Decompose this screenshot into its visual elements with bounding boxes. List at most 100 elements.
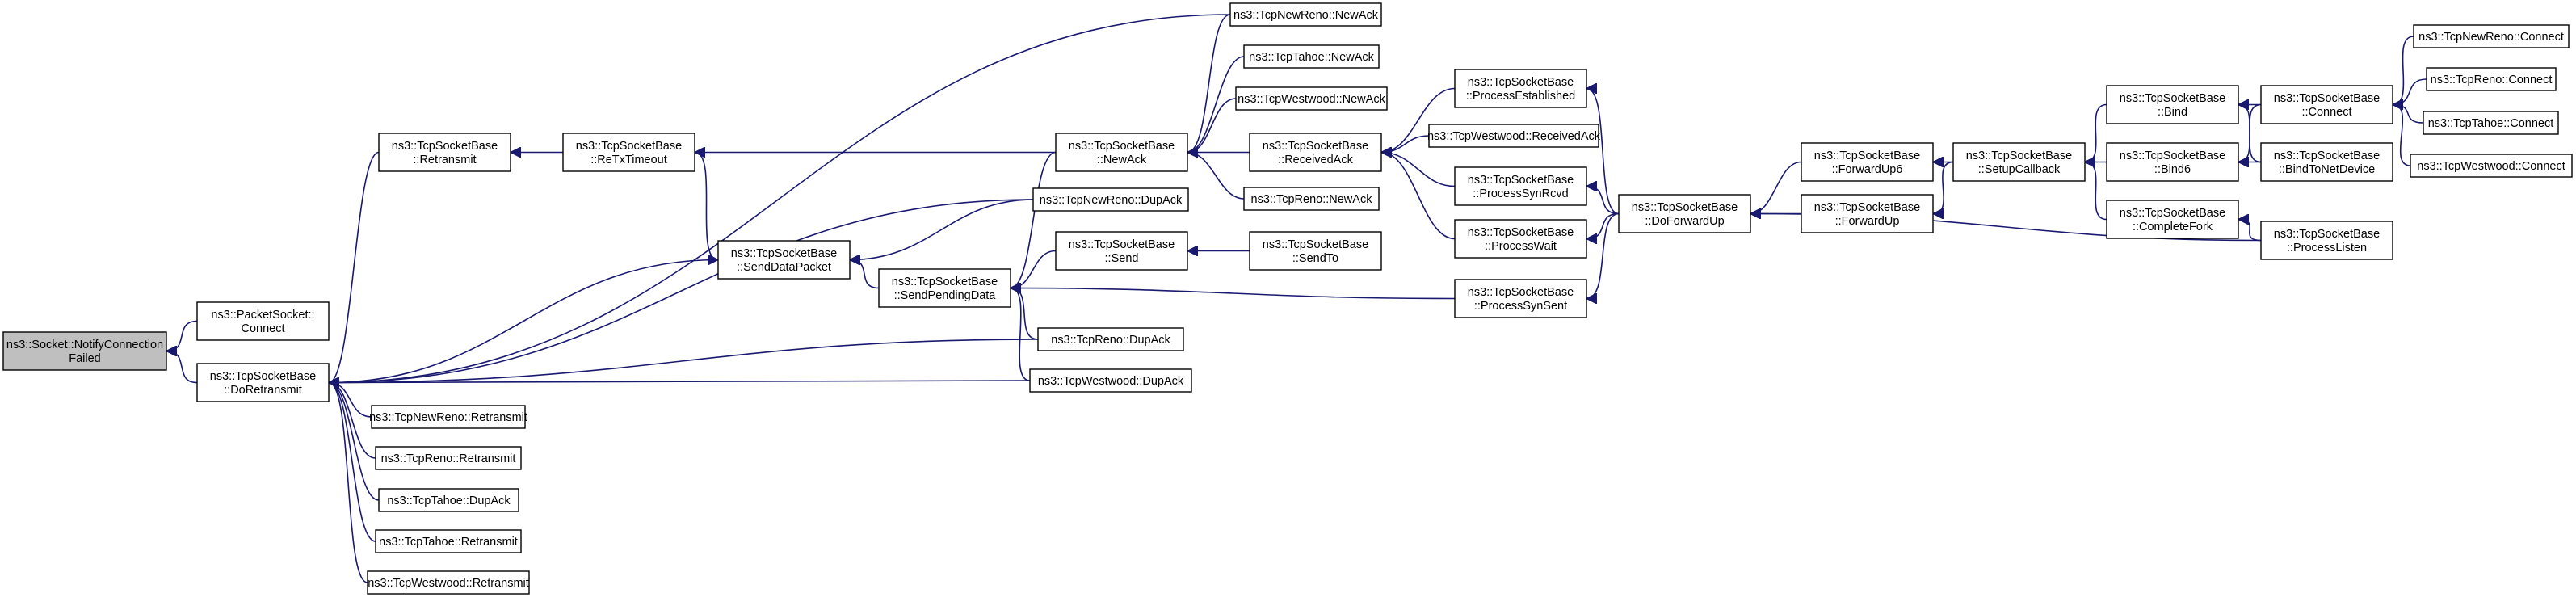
node-ns3-tcptahoe-retransmit[interactable]: ns3::TcpTahoe::Retransmit bbox=[375, 529, 522, 553]
node-ns3-tcpsocketbase-processsynsent[interactable]: ns3::TcpSocketBase::ProcessSynSent bbox=[1454, 279, 1587, 318]
node-ns3-tcpnewreno-newack[interactable]: ns3::TcpNewReno::NewAck bbox=[1229, 2, 1382, 27]
node-ns3-tcpwestwood-connect[interactable]: ns3::TcpWestwood::Connect bbox=[2410, 154, 2573, 178]
node-ns3-tcpnewreno-connect[interactable]: ns3::TcpNewReno::Connect bbox=[2413, 24, 2570, 48]
node-box bbox=[1029, 368, 1192, 393]
node-ns3-tcpwestwood-newack[interactable]: ns3::TcpWestwood::NewAck bbox=[1235, 86, 1388, 111]
node-box bbox=[367, 570, 530, 595]
node-ns3-tcpreno-dupack[interactable]: ns3::TcpReno::DupAck bbox=[1037, 327, 1184, 351]
node-ns3-tcpsocketbase-retxtimeout[interactable]: ns3::TcpSocketBase::ReTxTimeout bbox=[562, 133, 695, 172]
edge-n27-to-n11 bbox=[1011, 288, 1456, 300]
edge-n9-to-n10 bbox=[694, 151, 719, 260]
node-ns3-tcpsocketbase-processestablished[interactable]: ns3::TcpSocketBase::ProcessEstablished bbox=[1454, 69, 1587, 108]
node-box bbox=[1229, 2, 1382, 27]
node-box bbox=[1454, 69, 1587, 108]
node-ns3-tcpsocketbase-processlisten[interactable]: ns3::TcpSocketBase::ProcessListen bbox=[2260, 221, 2393, 260]
node-label-line: ns3::TcpSocketBase bbox=[2120, 92, 2225, 105]
edge-n39-to-n35 bbox=[2393, 78, 2427, 105]
node-ns3-tcpwestwood-retransmit[interactable]: ns3::TcpWestwood::Retransmit bbox=[367, 570, 530, 595]
node-label-line: ns3::TcpReno::DupAck bbox=[1051, 334, 1170, 347]
edge-n34-to-n31 bbox=[2084, 162, 2107, 221]
node-label-line: ns3::TcpWestwood::Retransmit bbox=[368, 577, 529, 590]
node-ns3-tcpsocketbase-doforwardup[interactable]: ns3::TcpSocketBase::DoForwardUp bbox=[1618, 194, 1751, 233]
node-ns3-tcpnewreno-dupack[interactable]: ns3::TcpNewReno::DupAck bbox=[1032, 187, 1189, 212]
node-label-line: ::ForwardUp6 bbox=[1832, 163, 1903, 176]
node-label-line: ::ProcessSynRcvd bbox=[1473, 187, 1568, 200]
node-ns3-tcpsocketbase-sendto[interactable]: ns3::TcpSocketBase::SendTo bbox=[1249, 231, 1382, 271]
node-label-line: ns3::TcpTahoe::Retransmit bbox=[379, 536, 518, 549]
node-ns3-tcpsocketbase-bind6[interactable]: ns3::TcpSocketBase::Bind6 bbox=[2106, 142, 2239, 182]
edge-n37-to-n34 bbox=[2238, 220, 2262, 242]
node-ns3-tcptahoe-connect[interactable]: ns3::TcpTahoe::Connect bbox=[2423, 111, 2559, 135]
node-box bbox=[378, 488, 519, 512]
node-ns3-tcpsocketbase-bind[interactable]: ns3::TcpSocketBase::Bind bbox=[2106, 85, 2239, 124]
node-ns3-tcptahoe-newack[interactable]: ns3::TcpTahoe::NewAck bbox=[1243, 44, 1380, 69]
node-ns3-tcpreno-newack[interactable]: ns3::TcpReno::NewAck bbox=[1243, 187, 1380, 211]
node-ns3-tcpwestwood-receivedack[interactable]: ns3::TcpWestwood::ReceivedAck bbox=[1427, 124, 1601, 148]
node-ns3-tcpsocketbase-retransmit[interactable]: ns3::TcpSocketBase::Retransmit bbox=[378, 133, 511, 172]
node-label-line: ns3::TcpSocketBase bbox=[1069, 238, 1175, 251]
edge-n3-to-n2 bbox=[328, 151, 380, 383]
node-label-line: ::BindToNetDevice bbox=[2279, 163, 2375, 176]
edge-n32-to-n31 bbox=[2084, 103, 2107, 162]
edge-n26-to-n20 bbox=[1380, 153, 1456, 240]
node-box bbox=[1235, 86, 1388, 111]
node-ns3-tcpnewreno-retransmit[interactable]: ns3::TcpNewReno::Retransmit bbox=[369, 405, 527, 429]
node-box bbox=[717, 240, 851, 280]
node-label-line: ns3::TcpTahoe::Connect bbox=[2428, 117, 2554, 130]
edge-n19-to-n13 bbox=[1187, 98, 1237, 153]
node-ns3-tcpsocketbase-senddatapacket[interactable]: ns3::TcpSocketBase::SendDataPacket bbox=[717, 240, 851, 280]
node-label-line: ns3::TcpSocketBase bbox=[2120, 207, 2225, 220]
node-label-line: ns3::TcpWestwood::ReceivedAck bbox=[1427, 130, 1601, 143]
node-ns3-tcpsocketbase-bindtonetdevice[interactable]: ns3::TcpSocketBase::BindToNetDevice bbox=[2260, 142, 2393, 182]
node-label-line: ns3::TcpSocketBase bbox=[2274, 149, 2380, 162]
edge-n28-to-n27 bbox=[1586, 212, 1620, 299]
node-ns3-tcpreno-connect[interactable]: ns3::TcpReno::Connect bbox=[2426, 67, 2557, 91]
node-box bbox=[1454, 279, 1587, 318]
node-box bbox=[1618, 194, 1751, 233]
node-label-line: ns3::TcpTahoe::DupAck bbox=[387, 494, 511, 507]
edge-n7-to-n2 bbox=[328, 383, 376, 542]
node-label-line: ns3::TcpTahoe::NewAck bbox=[1249, 51, 1374, 64]
node-box bbox=[2106, 200, 2239, 239]
node-ns3-tcpsocketbase-processsynrcvd[interactable]: ns3::TcpSocketBase::ProcessSynRcvd bbox=[1454, 166, 1587, 206]
node-label-line: ::CompleteFork bbox=[2133, 221, 2213, 233]
node-label-line: ns3::TcpSocketBase bbox=[1263, 140, 1368, 153]
edge-n2-to-n0 bbox=[166, 351, 198, 384]
node-label-line: ns3::TcpSocketBase bbox=[1814, 201, 1920, 214]
node-ns3-tcpwestwood-dupack[interactable]: ns3::TcpWestwood::DupAck bbox=[1029, 368, 1192, 393]
node-ns3-packetsocket-connect[interactable]: ns3::PacketSocket::Connect bbox=[196, 301, 330, 341]
node-box bbox=[1249, 231, 1382, 271]
node-box bbox=[1055, 231, 1188, 271]
node-ns3-tcpsocketbase-send[interactable]: ns3::TcpSocketBase::Send bbox=[1055, 231, 1188, 271]
node-ns3-tcpsocketbase-newack[interactable]: ns3::TcpSocketBase::NewAck bbox=[1055, 133, 1188, 172]
node-ns3-tcpsocketbase-forwardup6[interactable]: ns3::TcpSocketBase::ForwardUp6 bbox=[1801, 142, 1934, 182]
node-ns3-tcpsocketbase-processwait[interactable]: ns3::TcpSocketBase::ProcessWait bbox=[1454, 219, 1587, 259]
node-ns3-tcpsocketbase-forwardup[interactable]: ns3::TcpSocketBase::ForwardUp bbox=[1801, 194, 1934, 233]
node-ns3-tcpsocketbase-connect[interactable]: ns3::TcpSocketBase::Connect bbox=[2260, 85, 2393, 124]
node-box bbox=[1801, 142, 1934, 182]
node-label-line: ns3::TcpNewReno::Connect bbox=[2418, 31, 2564, 44]
node-ns3-tcpsocketbase-receivedack[interactable]: ns3::TcpSocketBase::ReceivedAck bbox=[1249, 133, 1382, 172]
node-box bbox=[196, 301, 330, 341]
edge-n29-to-n28 bbox=[1750, 161, 1802, 214]
node-ns3-tcpsocketbase-setupcallback[interactable]: ns3::TcpSocketBase::SetupCallback bbox=[1952, 142, 2086, 182]
node-ns3-tcpsocketbase-doretransmit[interactable]: ns3::TcpSocketBase::DoRetransmit bbox=[196, 363, 330, 402]
edge-n41-to-n35 bbox=[2392, 105, 2411, 166]
node-box bbox=[1952, 142, 2086, 182]
node-ns3-tcptahoe-dupack[interactable]: ns3::TcpTahoe::DupAck bbox=[378, 488, 519, 512]
node-ns3-tcpsocketbase-completefork[interactable]: ns3::TcpSocketBase::CompleteFork bbox=[2106, 200, 2239, 239]
node-label-line: ns3::TcpSocketBase bbox=[1468, 76, 1574, 89]
node-label-line: ::ProcessEstablished bbox=[1466, 90, 1575, 103]
node-box bbox=[1801, 194, 1934, 233]
edge-n40-to-n35 bbox=[2393, 105, 2424, 124]
edge-n10-to-n2 bbox=[329, 259, 719, 383]
edge-n28-to-n25 bbox=[1586, 187, 1620, 215]
edge-n38-to-n35 bbox=[2392, 36, 2414, 105]
node-ns3-tcpreno-retransmit[interactable]: ns3::TcpReno::Retransmit bbox=[375, 446, 522, 470]
node-box bbox=[375, 529, 522, 553]
node-label-line: ns3::TcpWestwood::NewAck bbox=[1238, 93, 1385, 106]
node-label-line: ns3::TcpSocketBase bbox=[1814, 149, 1920, 162]
node-label-line: ns3::TcpWestwood::Connect bbox=[2417, 160, 2565, 173]
node-ns3-tcpsocketbase-sendpendingdata[interactable]: ns3::TcpSocketBase::SendPendingData bbox=[878, 268, 1011, 308]
node-label-line: ::Bind bbox=[2158, 106, 2187, 119]
